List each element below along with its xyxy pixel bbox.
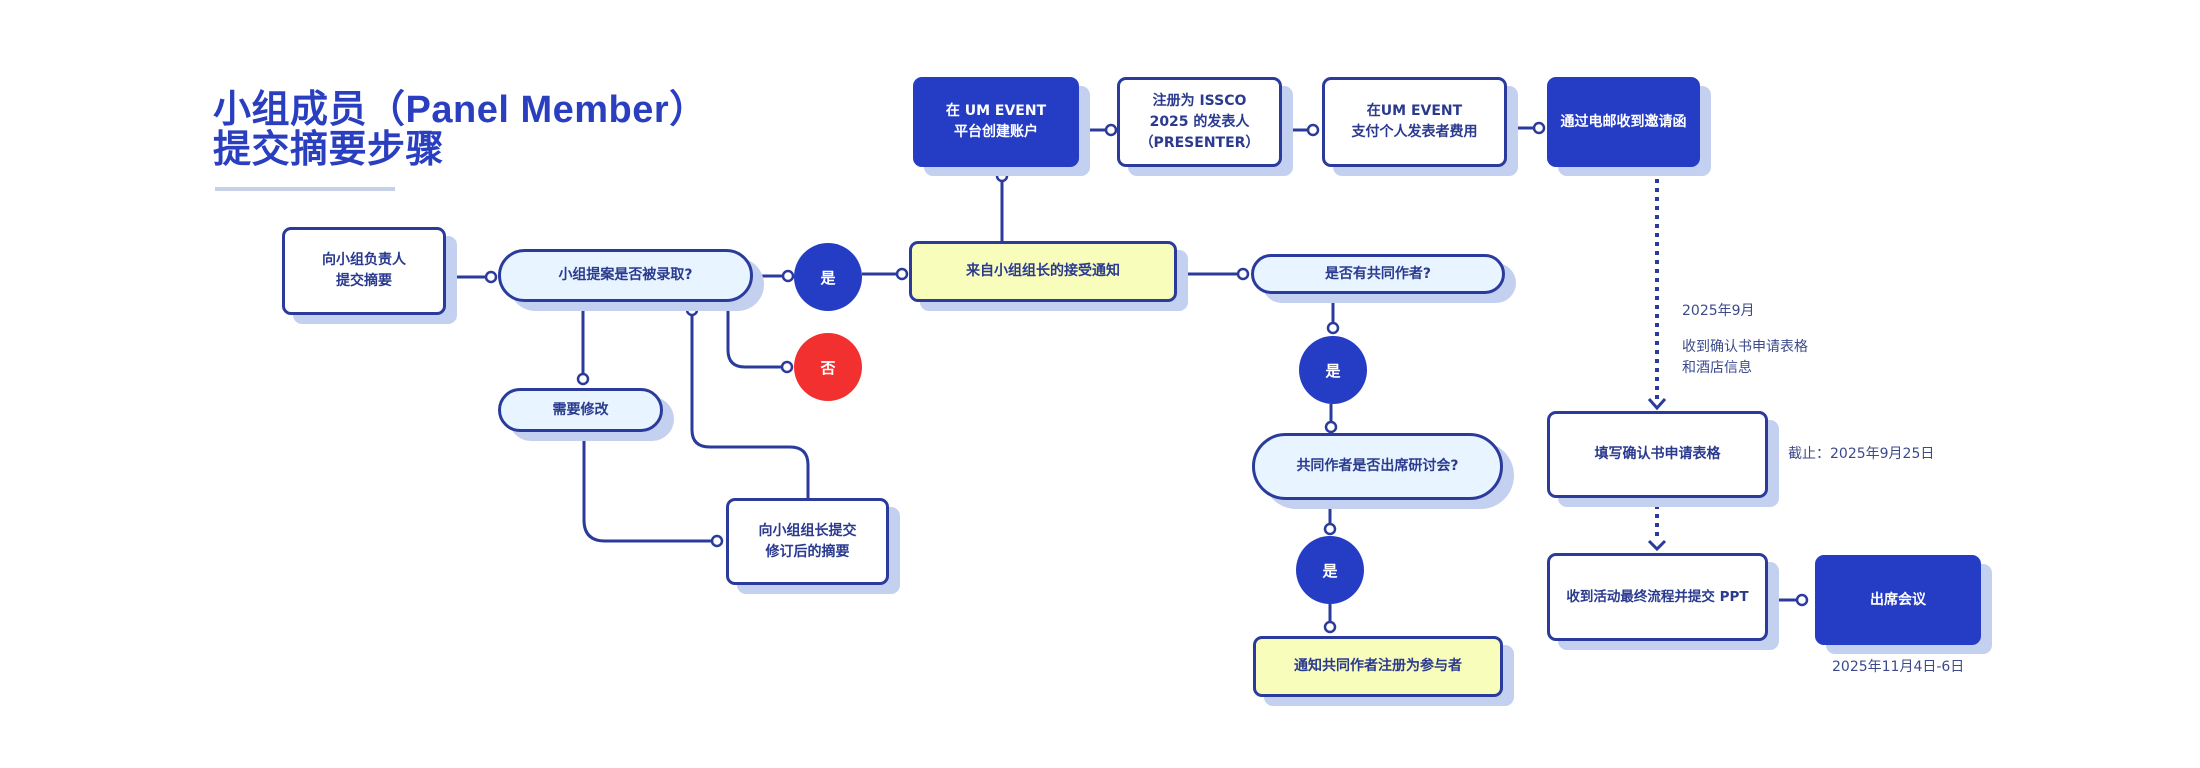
connector-dot xyxy=(781,269,795,283)
connector-dot xyxy=(1306,123,1320,137)
node-label-line: （PRESENTER） xyxy=(1139,134,1260,151)
node-submit-abstract: 向小组负责人 提交摘要 xyxy=(282,227,446,315)
node-label: 是否有共同作者? xyxy=(1324,265,1432,282)
node-pay-fee: 在UM EVENT 支付个人发表者费用 xyxy=(1322,77,1507,167)
node-register-presenter: 注册为 ISSCO 2025 的发表人 （PRESENTER） xyxy=(1117,77,1282,167)
connector-dot xyxy=(995,169,1009,183)
yes-label: 是 xyxy=(1322,561,1338,580)
node-label-line: 2025 的发表人 xyxy=(1149,113,1250,130)
connector-dot xyxy=(1795,593,1809,607)
node-label-line: 在UM EVENT xyxy=(1366,103,1463,119)
connector-dot xyxy=(685,303,699,317)
node-coauthor-question: 是否有共同作者? xyxy=(1251,254,1505,294)
note-month: 2025年9月 xyxy=(1682,303,1755,319)
title-underline xyxy=(215,187,395,191)
note-conference-dates: 2025年11月4日-6日 xyxy=(1832,659,1965,675)
connector-dot xyxy=(1104,123,1118,137)
no-circle: 否 xyxy=(794,333,862,401)
arrowhead-to-final xyxy=(1647,539,1667,552)
node-submit-revised: 向小组组长提交 修订后的摘要 xyxy=(726,498,889,585)
connector-dot xyxy=(1236,267,1250,281)
node-label: 小组提案是否被录取? xyxy=(558,267,693,283)
link-revised-to-question xyxy=(690,316,810,498)
arrowhead-to-form xyxy=(1647,398,1667,411)
yes-circle: 是 xyxy=(794,243,862,311)
connector-dot xyxy=(1532,121,1546,135)
connector-dot xyxy=(1323,620,1337,634)
node-notify-coauthor: 通知共同作者注册为参与者 xyxy=(1253,636,1503,697)
node-final-program: 收到活动最终流程并提交 PPT xyxy=(1547,553,1768,641)
link-question-to-no xyxy=(726,302,782,369)
node-label: 收到活动最终流程并提交 PPT xyxy=(1566,588,1749,605)
title-line-2: 提交摘要步骤 xyxy=(213,129,445,171)
note-receive-form: 收到确认书申请表格 和酒店信息 xyxy=(1682,337,1808,379)
node-label-line: 平台创建账户 xyxy=(954,124,1038,140)
no-label: 否 xyxy=(820,358,836,377)
node-label-line: 向小组负责人 xyxy=(322,252,406,268)
node-label: 需要修改 xyxy=(552,401,609,418)
yes-label: 是 xyxy=(820,268,836,287)
connector-dot xyxy=(1323,522,1337,536)
node-label-line: 在 UM EVENT xyxy=(945,103,1047,119)
node-receive-invitation: 通过电邮收到邀请函 xyxy=(1547,77,1700,167)
note-deadline: 截止：2025年9月25日 xyxy=(1788,446,1935,462)
connector-dot xyxy=(1326,321,1340,335)
node-label: 出席会议 xyxy=(1870,591,1926,608)
note-line: 收到确认书申请表格 xyxy=(1682,339,1808,355)
node-acceptance-notice: 来自小组组长的接受通知 xyxy=(909,241,1177,302)
node-accepted-question: 小组提案是否被录取? xyxy=(498,249,753,302)
node-fill-form: 填写确认书申请表格 xyxy=(1547,411,1768,498)
node-label: 通过电邮收到邀请函 xyxy=(1560,113,1687,130)
node-coauthor-attend-question: 共同作者是否出席研讨会? xyxy=(1252,433,1503,500)
yes-label: 是 xyxy=(1325,361,1341,380)
title-line-1: 小组成员（Panel Member） xyxy=(213,89,708,131)
connector-dot xyxy=(484,270,498,284)
node-label-line: 支付个人发表者费用 xyxy=(1351,124,1478,140)
connector-dot xyxy=(1324,420,1338,434)
node-create-account: 在 UM EVENT 平台创建账户 xyxy=(913,77,1079,167)
yes-circle: 是 xyxy=(1296,536,1364,604)
connector-dot xyxy=(895,267,909,281)
node-label-line: 向小组组长提交 xyxy=(758,522,857,539)
node-label: 来自小组组长的接受通知 xyxy=(966,263,1120,279)
node-label: 填写确认书申请表格 xyxy=(1594,446,1721,462)
link-revision-to-revised xyxy=(582,432,712,543)
node-needs-revision: 需要修改 xyxy=(498,388,663,432)
node-label-line: 提交摘要 xyxy=(336,273,392,289)
connector-dot xyxy=(780,360,794,374)
node-label-line: 注册为 ISSCO xyxy=(1152,92,1247,109)
connector-dot xyxy=(710,534,724,548)
node-label: 通知共同作者注册为参与者 xyxy=(1294,658,1462,674)
node-attend-conference: 出席会议 xyxy=(1815,555,1981,645)
page-title: 小组成员（Panel Member） 提交摘要步骤 xyxy=(213,90,708,170)
note-line: 和酒店信息 xyxy=(1682,360,1752,376)
node-label: 共同作者是否出席研讨会? xyxy=(1296,458,1459,474)
yes-circle: 是 xyxy=(1299,336,1367,404)
connector-dot xyxy=(576,372,590,386)
node-label-line: 修订后的摘要 xyxy=(765,543,850,560)
